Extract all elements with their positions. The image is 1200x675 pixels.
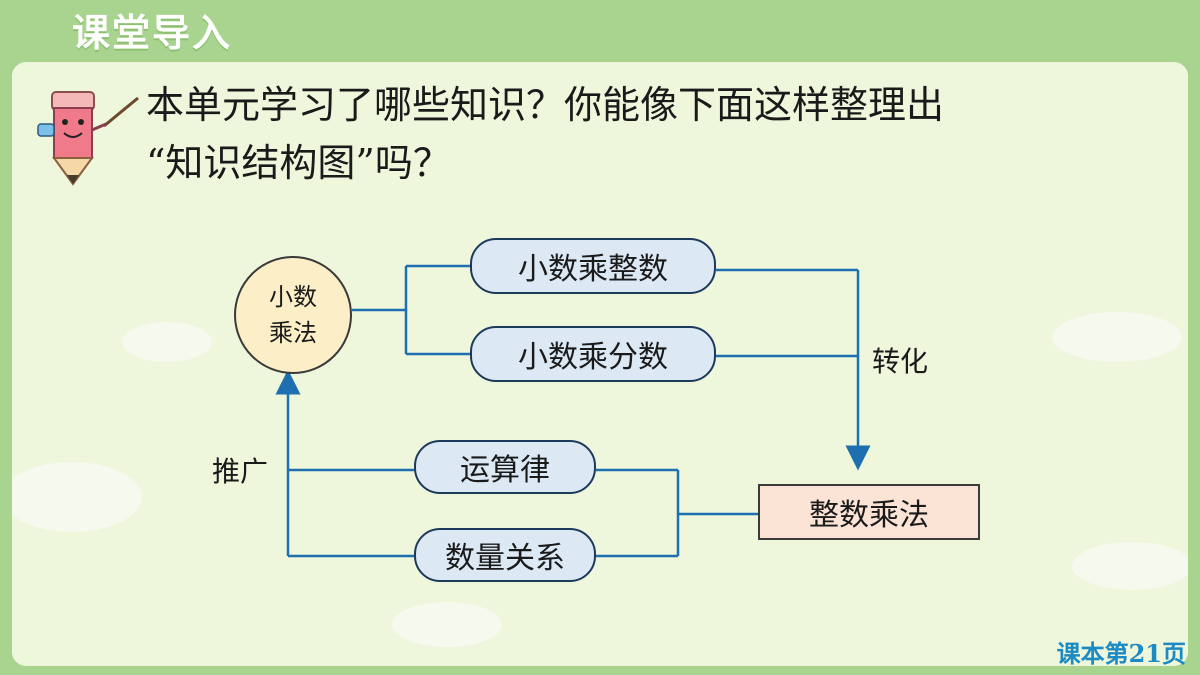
question-line-1: 本单元学习了哪些知识？你能像下面这样整理出 [146, 83, 945, 127]
quantity-relation-node: 数量关系 [414, 528, 596, 582]
decimal-times-fraction-node: 小数乘分数 [470, 326, 716, 382]
textbook-page-reference: 课本第21页 [1056, 639, 1186, 668]
integer-multiplication-node: 整数乘法 [758, 484, 980, 540]
node-label-line-1: 小数 [269, 283, 317, 311]
question-text: 本单元学习了哪些知识？你能像下面这样整理出 “知识结构图”吗？ [146, 76, 944, 192]
operation-law-node: 运算律 [414, 440, 596, 494]
extend-label: 推广 [212, 455, 269, 488]
cloud-decoration [1052, 312, 1182, 362]
decimal-times-integer-node: 小数乘整数 [470, 238, 716, 294]
decimal-multiplication-node: 小数 乘法 [234, 256, 352, 374]
cloud-decoration [1072, 542, 1188, 590]
question-line-2: “知识结构图”吗？ [146, 141, 451, 185]
cloud-decoration [392, 602, 502, 647]
section-title: 课堂导入 [72, 11, 233, 55]
cloud-decoration [12, 462, 142, 532]
pencil-mascot-icon [37, 91, 139, 186]
convert-label: 转化 [872, 345, 929, 378]
cloud-decoration [122, 322, 212, 362]
node-label-line-2: 乘法 [269, 319, 317, 347]
